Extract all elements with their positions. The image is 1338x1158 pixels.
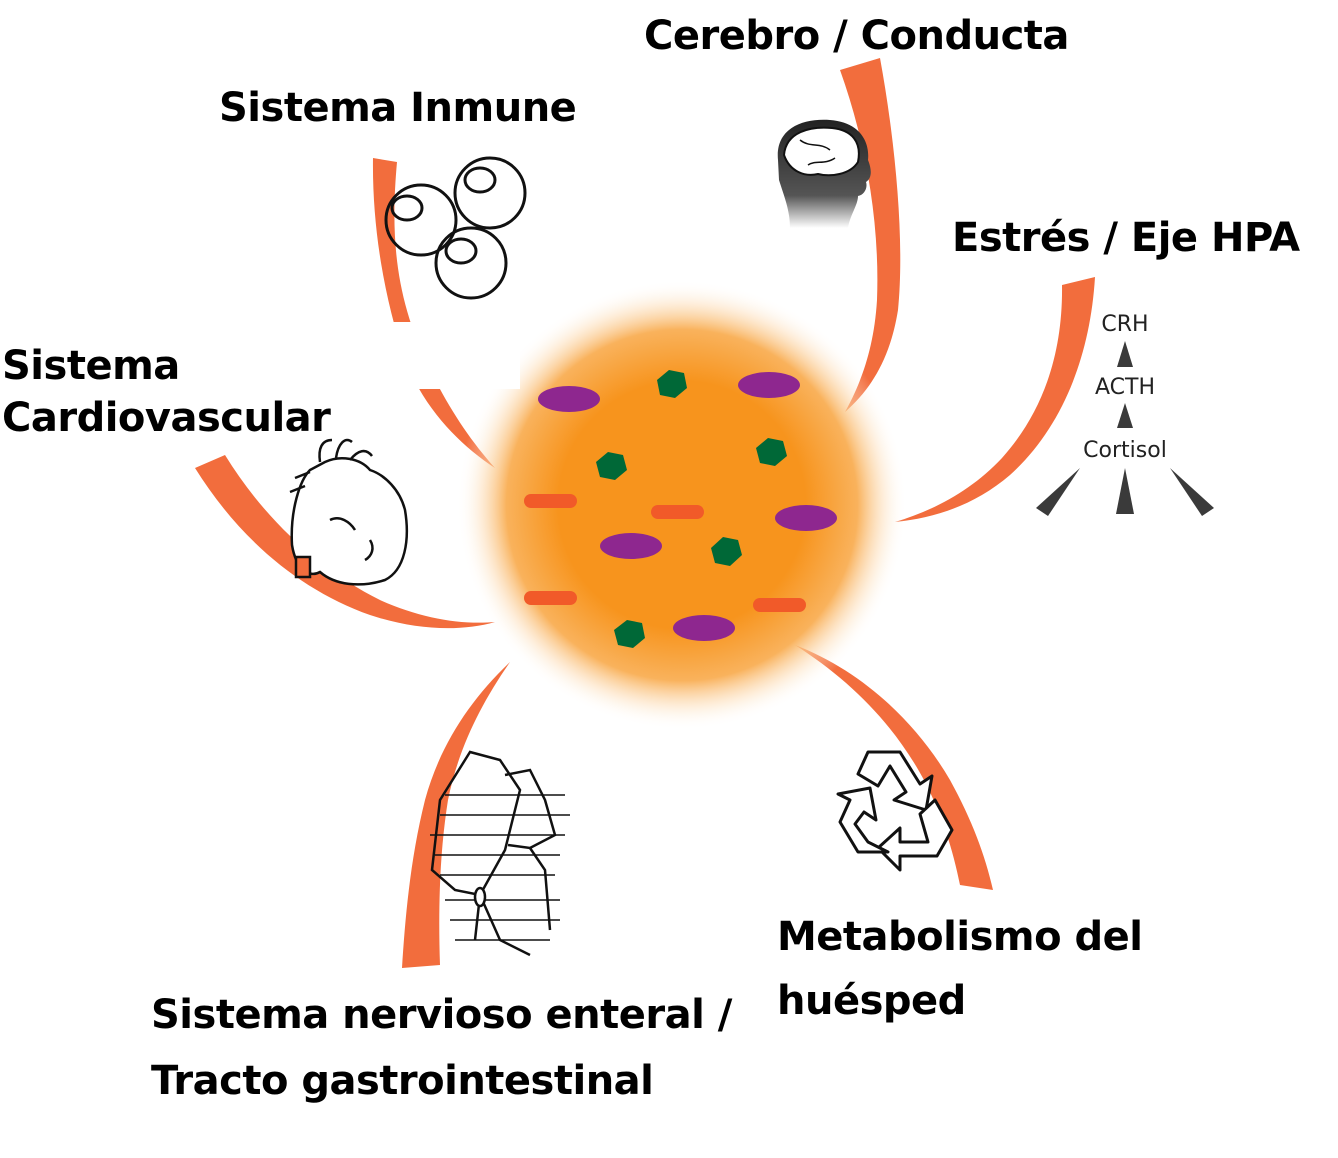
microbe-ellipse bbox=[673, 615, 735, 641]
microbe-rod bbox=[651, 505, 704, 519]
arrow-down-right-icon bbox=[1170, 468, 1214, 516]
microbe-ellipse bbox=[538, 386, 600, 412]
arc-stress bbox=[895, 277, 1095, 522]
arrow-down-left-icon bbox=[1036, 468, 1080, 516]
label-cardiovascular-line1: Sistema bbox=[2, 343, 180, 389]
connector-arcs bbox=[195, 58, 1095, 968]
hpa-acth-label: ACTH bbox=[1095, 375, 1155, 400]
label-stress-hpa: Estrés / Eje HPA bbox=[952, 215, 1300, 261]
hpa-cortisol-label: Cortisol bbox=[1083, 438, 1167, 463]
microbe-rod bbox=[524, 494, 577, 508]
microbe-ellipse bbox=[600, 533, 662, 559]
arc-gut bbox=[402, 662, 510, 968]
microbe-hexagon bbox=[614, 620, 645, 648]
label-host-metabolism: Metabolismo del huésped bbox=[777, 905, 1143, 1033]
microbe-hexagon bbox=[596, 452, 627, 480]
arrow-up-icon bbox=[1117, 403, 1133, 428]
label-cardiovascular: Sistema Cardiovascular bbox=[2, 340, 331, 444]
microbe-hexagon bbox=[657, 370, 687, 398]
microbes bbox=[524, 370, 837, 648]
arrow-up-icon bbox=[1117, 341, 1133, 367]
arc-brain bbox=[840, 58, 901, 412]
white-overlay-box bbox=[380, 322, 520, 389]
microbe-rod bbox=[524, 591, 577, 605]
label-cardiovascular-line2: Cardiovascular bbox=[2, 395, 331, 441]
label-enteric-gi: Sistema nervioso enteral / Tracto gastro… bbox=[151, 982, 732, 1114]
arc-cardio bbox=[195, 455, 495, 629]
label-enteric-gi-line2: Tracto gastrointestinal bbox=[151, 1058, 654, 1104]
recycle-icon bbox=[836, 750, 954, 872]
microbe-hexagon bbox=[756, 438, 787, 466]
hpa-axis-icon: CRH ACTH Cortisol bbox=[1036, 312, 1214, 516]
arc-immune bbox=[372, 158, 495, 468]
heart-icon bbox=[289, 438, 409, 586]
enteric-nerve-network-icon bbox=[430, 750, 570, 957]
microbe-hexagon bbox=[711, 537, 742, 566]
arrow-down-icon bbox=[1116, 468, 1134, 514]
microbe-ellipse bbox=[738, 372, 800, 398]
label-immune-system: Sistema Inmune bbox=[219, 85, 577, 131]
microbe-rod bbox=[753, 598, 806, 612]
immune-cells-icon bbox=[384, 156, 527, 300]
label-host-metabolism-line1: Metabolismo del bbox=[777, 914, 1143, 960]
brain-head-icon bbox=[777, 119, 871, 228]
label-enteric-gi-line1: Sistema nervioso enteral / bbox=[151, 992, 732, 1038]
microbe-ellipse bbox=[775, 505, 837, 531]
label-host-metabolism-line2: huésped bbox=[777, 978, 966, 1024]
arc-metabolism bbox=[795, 645, 993, 890]
hpa-crh-label: CRH bbox=[1101, 312, 1148, 337]
label-brain-behavior: Cerebro / Conducta bbox=[644, 13, 1069, 59]
